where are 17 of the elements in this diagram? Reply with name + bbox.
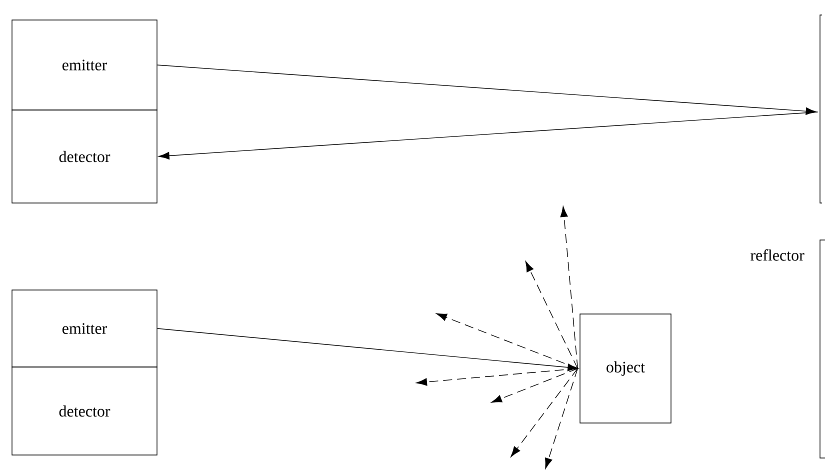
dashed-arrow [525,261,578,369]
reflector-bracket [820,14,822,204]
dashed-arrow [560,206,578,369]
detector-box: detector [12,366,158,456]
reflector-label: reflector [750,249,804,261]
emitter-box: emitter [12,290,158,368]
dashed-arrow [544,368,578,469]
dashed-arrow [436,313,578,369]
arrow [157,328,578,372]
arrow [158,112,818,160]
emitter-box: emitter [12,20,158,110]
object-box: object [580,314,672,424]
dashed-arrow [491,368,578,403]
dashed-arrow [416,368,578,386]
arrow [157,64,817,115]
dashed-arrow [510,368,578,458]
detector-box: detector [12,110,158,204]
